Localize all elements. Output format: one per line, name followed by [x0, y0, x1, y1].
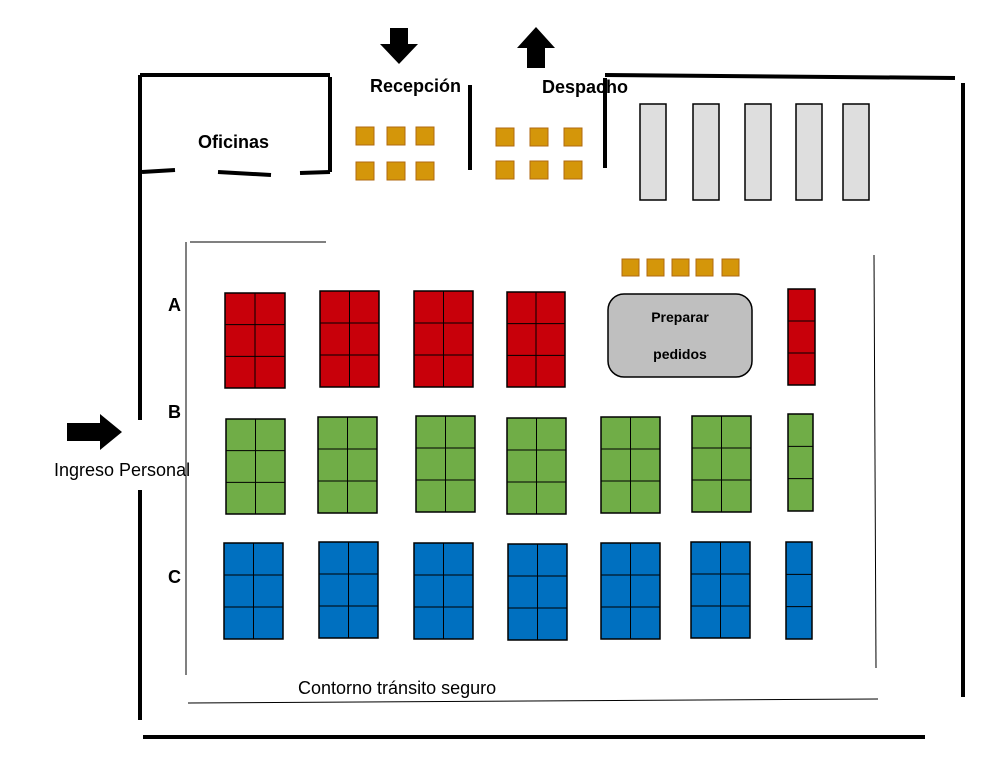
storage-box [671, 258, 690, 277]
rack [318, 541, 379, 639]
rack [691, 415, 752, 513]
storage-box [355, 126, 375, 146]
dock-bay [744, 103, 772, 201]
dock-dividers [468, 78, 607, 170]
storage-box [415, 161, 435, 181]
rack [506, 417, 567, 515]
rack-body [785, 541, 813, 640]
rack [413, 290, 474, 388]
storage-box [563, 160, 583, 180]
rack [506, 291, 566, 388]
dock-bay [842, 103, 870, 201]
storage-box [355, 161, 375, 181]
contour-right [873, 254, 877, 669]
dock-bay [795, 103, 823, 201]
rack-body [787, 413, 814, 512]
arrow-down-icon [380, 28, 418, 64]
safe-transit-label: Contorno tránsito seguro [298, 678, 496, 698]
rack-rows [223, 288, 816, 641]
storage-box [529, 127, 549, 147]
prep-boxes [621, 258, 740, 277]
storage-box [495, 160, 515, 180]
rack [317, 416, 378, 514]
storage-box [386, 161, 406, 181]
rack [224, 292, 286, 389]
outer-walls [138, 73, 965, 739]
office-wall-bottom-3 [299, 170, 331, 175]
storage-box [495, 127, 515, 147]
rack-body [787, 288, 816, 386]
office-wall-bottom-2 [217, 170, 272, 177]
dock-bay [692, 103, 720, 201]
dispatch-boxes [495, 127, 583, 180]
storage-box [695, 258, 714, 277]
office-wall-bottom-1 [141, 168, 176, 174]
prep-area-label-line2: pedidos [653, 346, 707, 362]
safe-transit-contour [185, 241, 879, 704]
rack [787, 413, 814, 512]
row-b-label: B [168, 402, 181, 422]
storage-box [386, 126, 406, 146]
prep-area-label-line1: Preparar [651, 309, 709, 325]
arrow-right-icon [67, 414, 122, 450]
rack [600, 542, 661, 640]
rack [415, 415, 476, 513]
wall-top-right [604, 73, 956, 80]
dispatch-label: Despacho [542, 77, 628, 97]
rack [223, 542, 284, 640]
rack [787, 288, 816, 386]
contour-bottom [187, 698, 879, 704]
rack [225, 418, 286, 515]
row-c-label: C [168, 567, 181, 587]
prep-area [607, 293, 753, 378]
dock-bay [639, 103, 667, 201]
row-a-label: A [168, 295, 181, 315]
reception-boxes [355, 126, 435, 181]
storage-box [529, 160, 549, 180]
rack [413, 542, 474, 640]
rack [507, 543, 568, 641]
storage-box [563, 127, 583, 147]
rack [690, 541, 751, 639]
offices-label: Oficinas [198, 132, 269, 152]
storage-box [415, 126, 435, 146]
rack [319, 290, 380, 388]
rack [785, 541, 813, 640]
storage-box [721, 258, 740, 277]
staff-entry-label: Ingreso Personal [54, 460, 190, 480]
storage-box [646, 258, 665, 277]
storage-box [621, 258, 640, 277]
office-walls [141, 77, 332, 177]
arrow-up-icon [517, 27, 555, 68]
reception-label: Recepción [370, 76, 461, 96]
rack [600, 416, 661, 514]
dock-bays [639, 103, 870, 201]
